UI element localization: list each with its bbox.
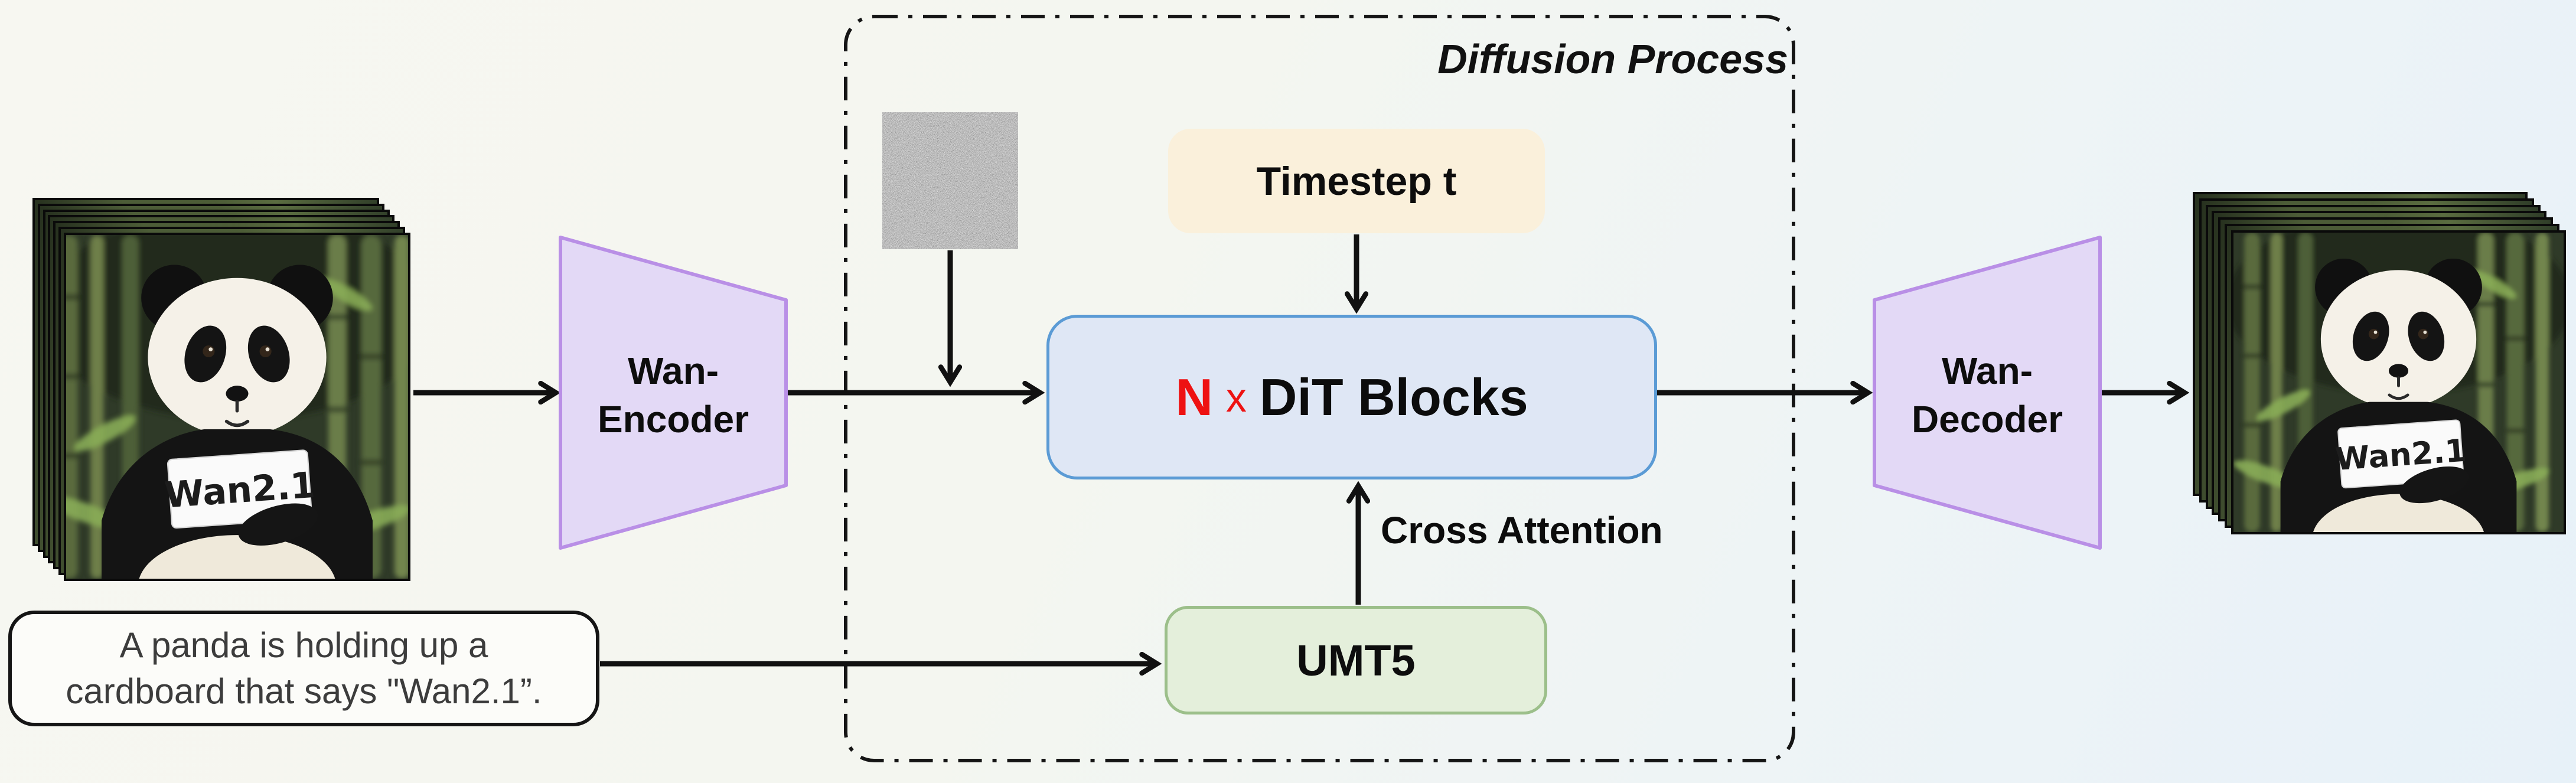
prompt-line1: A panda is holding up a: [119, 625, 488, 665]
diffusion-process-dashed-border: [844, 15, 1795, 762]
prompt-text-box: A panda is holding up a cardboard that s…: [8, 611, 599, 726]
umt5-label: UMT5: [1296, 635, 1416, 685]
output-video-frame-stack: Wan2.1: [2193, 192, 2567, 535]
wan-decoder-shape: [1873, 236, 2102, 550]
panda-video-frame-front: Wan2.1: [64, 233, 410, 581]
wan-encoder-label-line1: Wan-: [627, 350, 719, 393]
cross-attention-label: Cross Attention: [1381, 509, 1663, 552]
input-video-frame-stack: Wan2.1: [32, 198, 411, 582]
dit-blocks-box: N x DiT Blocks: [1046, 315, 1657, 479]
gaussian-noise-icon: [882, 112, 1018, 249]
wan-encoder-label-line2: Encoder: [597, 398, 749, 441]
panda: Wan2.1: [2280, 258, 2517, 532]
panda-photo: Wan2.1: [2233, 233, 2564, 532]
panda-video-frame-front: Wan2.1: [2231, 230, 2566, 534]
timestep-box: Timestep t: [1168, 129, 1545, 233]
wan-encoder-label: Wan- Encoder: [561, 342, 785, 449]
wan-encoder-shape: [559, 236, 788, 550]
wan-decoder-label: Wan- Decoder: [1875, 342, 2099, 449]
dit-blocks-label: DiT Blocks: [1259, 367, 1528, 426]
diffusion-process-title: Diffusion Process: [1437, 36, 1788, 82]
timestep-label: Timestep t: [1256, 158, 1457, 204]
dit-times-sign: x: [1225, 374, 1247, 420]
wan-decoder-label-line2: Decoder: [1911, 398, 2063, 441]
panda-photo: Wan2.1: [66, 235, 408, 579]
dit-n-count: N: [1175, 367, 1213, 426]
panda: Wan2.1: [102, 265, 373, 579]
umt5-box: UMT5: [1165, 606, 1547, 715]
wan-decoder-label-line1: Wan-: [1941, 350, 2033, 393]
prompt-line2: cardboard that says "Wan2.1”.: [66, 671, 542, 711]
